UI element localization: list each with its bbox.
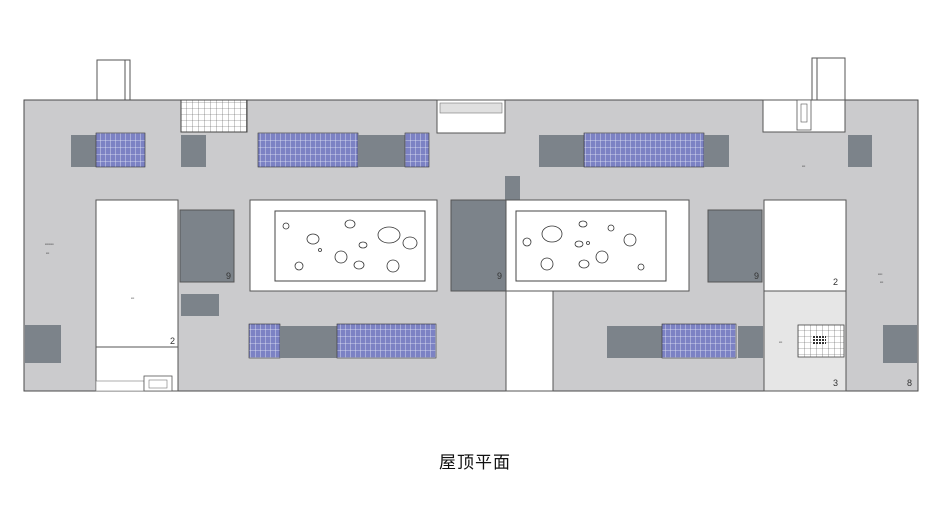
room-number: 3	[833, 378, 838, 388]
equipment-block	[280, 326, 337, 358]
room-number: 9	[754, 271, 759, 281]
room-number: 2	[170, 336, 175, 346]
solar-panel-array	[661, 323, 737, 359]
central-equipment-room	[450, 199, 507, 292]
room-label-tiny: ▪▪▪▪▪▪▪▪	[45, 242, 54, 246]
vent-block	[505, 176, 520, 201]
top-notch-center-step	[439, 102, 503, 114]
equipment-block	[704, 135, 729, 167]
equipment-block	[738, 326, 763, 358]
room-label-tiny: ▪▪▪	[802, 164, 805, 168]
solar-panel-array	[404, 132, 430, 168]
room-number: 8	[907, 378, 912, 388]
skylight-dots	[812, 336, 826, 344]
equipment-block	[358, 135, 405, 167]
solar-panel-array	[583, 132, 705, 168]
room-number: 9	[226, 271, 231, 281]
equipment-block	[883, 325, 917, 363]
equipment-block	[25, 325, 61, 363]
equipment-block	[539, 135, 584, 167]
equipment-block	[607, 326, 662, 358]
room-number: 2	[833, 277, 838, 287]
stair-room-left	[95, 199, 179, 348]
stair-room-left-door	[143, 375, 173, 392]
stair-room-left-step	[95, 380, 145, 392]
solar-panel-array	[257, 132, 359, 168]
equipment-block	[848, 135, 872, 167]
skylight-grid-top	[180, 99, 248, 133]
courtyard-right-features	[522, 220, 645, 271]
room-number: 9	[497, 271, 502, 281]
courtyard-right-inner	[515, 210, 667, 282]
room-label-tiny: ▪▪▪	[880, 280, 883, 284]
stair-room-right	[763, 199, 847, 292]
roof-equipment-room	[707, 209, 763, 283]
stair-detail	[796, 99, 812, 131]
equipment-block	[181, 135, 206, 167]
courtyard-left-features	[282, 219, 418, 273]
center-corridor	[505, 290, 554, 392]
room-label-tiny: ▪▪▪▪	[878, 272, 882, 276]
solar-panel-array	[95, 132, 146, 168]
solar-panel-array	[336, 323, 437, 359]
equipment-block	[181, 294, 219, 316]
room-label-tiny: ▪▪▪	[131, 296, 134, 300]
roof-equipment-room	[179, 209, 235, 283]
solar-panel-array	[248, 323, 281, 359]
room-label-tiny: ▪▪▪	[46, 251, 49, 255]
room-label-tiny: ▪▪▪	[779, 340, 782, 344]
stair-detail-inner	[800, 103, 808, 123]
equipment-block	[71, 135, 96, 167]
stair-room-left-door-inner	[148, 379, 168, 389]
drawing-caption: 屋顶平面	[439, 453, 511, 473]
